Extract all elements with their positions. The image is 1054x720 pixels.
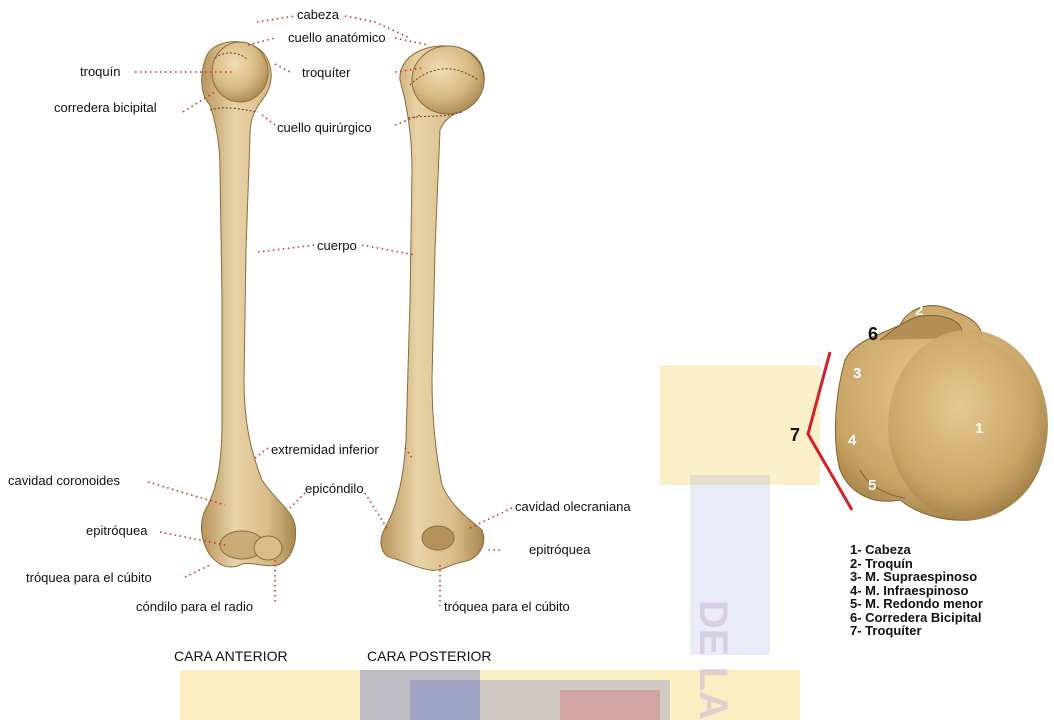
legend-item: 1- Cabeza	[850, 543, 983, 557]
head-number-3: 3	[853, 365, 861, 382]
legend-item: 6- Corredera Bicipital	[850, 611, 983, 625]
head-number-2: 2	[915, 302, 923, 319]
head-number-5: 5	[868, 477, 876, 494]
head-number-1: 1	[975, 420, 983, 437]
legend-item: 5- M. Redondo menor	[850, 597, 983, 611]
legend-item: 7- Troquíter	[850, 624, 983, 638]
head-number-7: 7	[790, 425, 800, 446]
legend-item: 4- M. Infraespinoso	[850, 584, 983, 598]
head-number-6: 6	[868, 324, 878, 345]
head-legend: 1- Cabeza 2- Troquín 3- M. Supraespinoso…	[850, 543, 983, 638]
head-number-4: 4	[848, 432, 856, 449]
legend-item: 3- M. Supraespinoso	[850, 570, 983, 584]
legend-item: 2- Troquín	[850, 557, 983, 571]
